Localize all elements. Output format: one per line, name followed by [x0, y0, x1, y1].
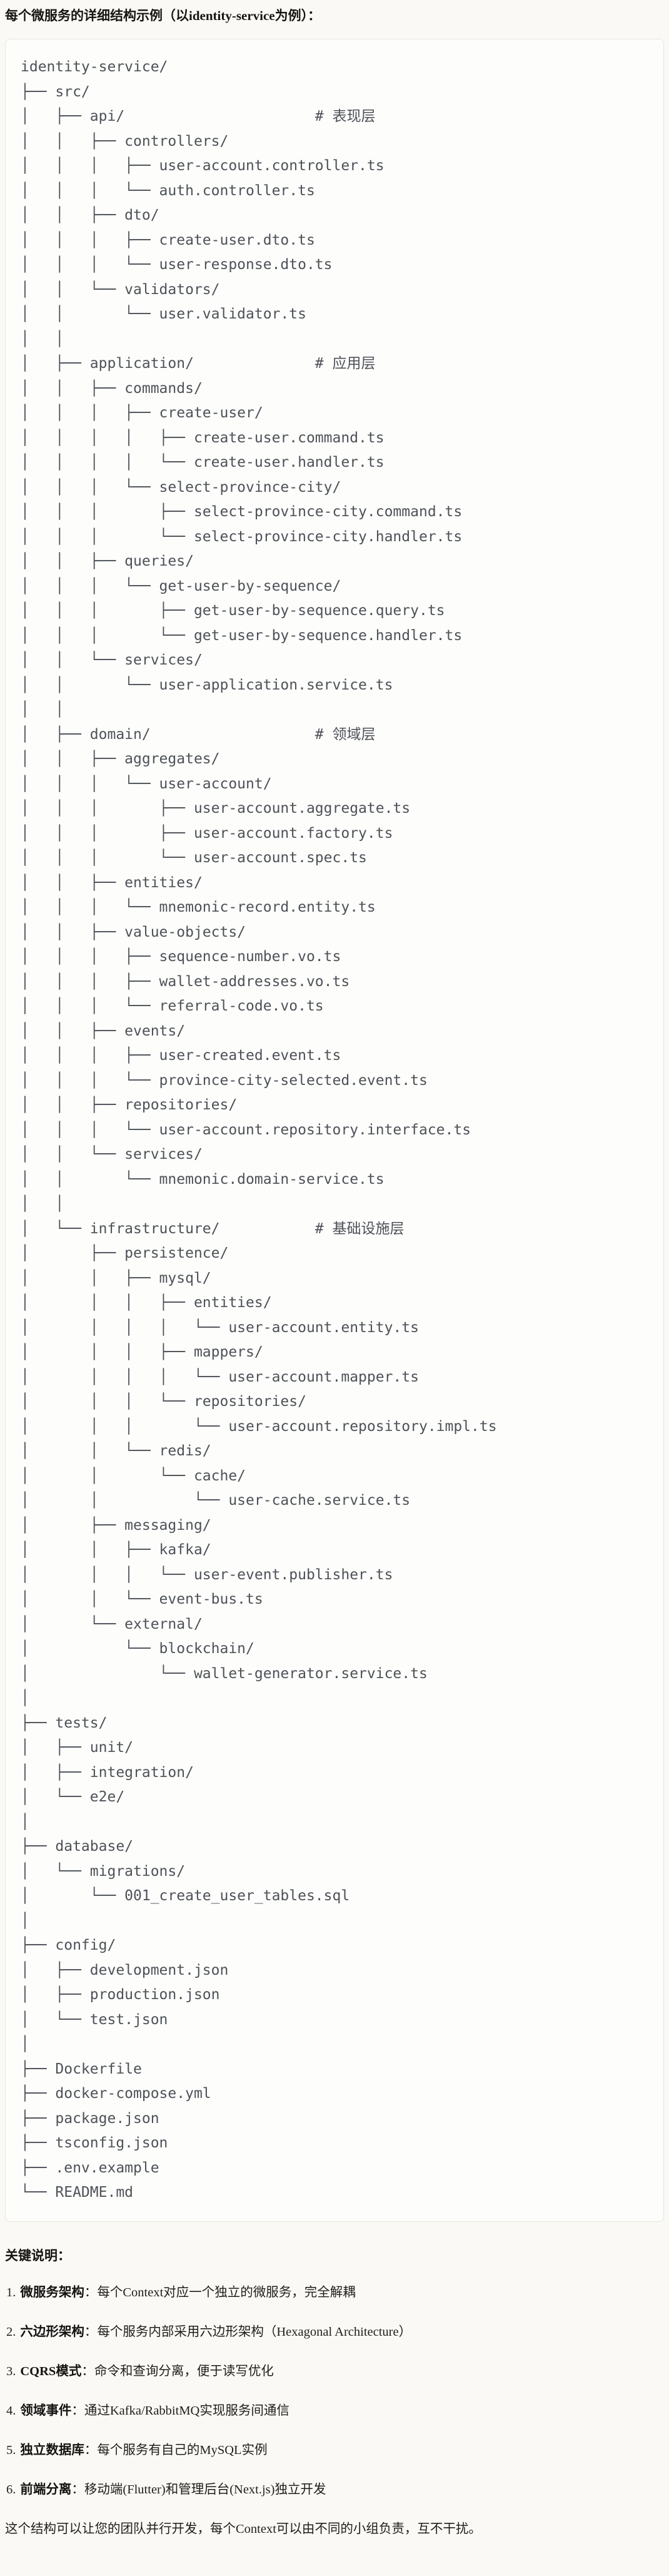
- note-number: 5.: [6, 2443, 16, 2457]
- note-item: 3. CQRS模式：命令和查询分离，便于读写优化: [6, 2362, 664, 2381]
- note-colon: ：: [71, 2482, 84, 2497]
- note-number: 1.: [6, 2285, 16, 2299]
- note-text: 每个服务内部采用六边形架构（Hexagonal Architecture）: [97, 2324, 412, 2339]
- note-number: 4.: [6, 2403, 16, 2418]
- footer-note: 这个结构可以让您的团队并行开发，每个Context可以由不同的小组负责，互不干扰…: [5, 2522, 481, 2536]
- note-colon: ：: [81, 2364, 94, 2378]
- note-text: 命令和查询分离，便于读写优化: [94, 2364, 274, 2378]
- code-block: identity-service/ ├── src/ │ ├── api/ # …: [5, 39, 664, 2222]
- note-text: 移动端(Flutter)和管理后台(Next.js)独立开发: [84, 2482, 326, 2497]
- note-item: 4. 领域事件：通过Kafka/RabbitMQ实现服务间通信: [6, 2401, 664, 2420]
- note-label: 领域事件: [20, 2403, 72, 2418]
- note-text: 每个Context对应一个独立的微服务，完全解耦: [97, 2285, 356, 2299]
- note-item: 5. 独立数据库：每个服务有自己的MySQL实例: [6, 2441, 664, 2460]
- note-text: 通过Kafka/RabbitMQ实现服务间通信: [84, 2403, 289, 2418]
- note-text: 每个服务有自己的MySQL实例: [97, 2443, 268, 2457]
- note-colon: ：: [71, 2403, 84, 2418]
- note-colon: ：: [84, 2324, 98, 2339]
- directory-tree: identity-service/ ├── src/ │ ├── api/ # …: [21, 59, 497, 2201]
- notes-heading: 关键说明：: [5, 2248, 71, 2263]
- note-label: 微服务架构: [20, 2285, 84, 2299]
- note-label: 前端分离: [20, 2482, 72, 2497]
- note-number: 3.: [6, 2364, 16, 2378]
- note-label: 六边形架构: [20, 2324, 84, 2339]
- note-item: 6. 前端分离：移动端(Flutter)和管理后台(Next.js)独立开发: [6, 2480, 664, 2499]
- note-number: 6.: [6, 2482, 16, 2497]
- note-label: 独立数据库: [20, 2443, 84, 2457]
- note-item: 2. 六边形架构：每个服务内部采用六边形架构（Hexagonal Architec…: [6, 2323, 664, 2341]
- note-number: 2.: [6, 2324, 16, 2339]
- notes-list: 1.微服务架构：每个Context对应一个独立的微服务，完全解耦 2.六边形架构…: [5, 2283, 664, 2499]
- note-colon: ：: [84, 2443, 98, 2457]
- note-item: 1. 微服务架构：每个Context对应一个独立的微服务，完全解耦: [6, 2283, 664, 2302]
- page-title: 每个微服务的详细结构示例（以identity-service为例）：: [5, 8, 321, 23]
- note-label: CQRS模式: [20, 2364, 82, 2378]
- note-colon: ：: [84, 2285, 98, 2299]
